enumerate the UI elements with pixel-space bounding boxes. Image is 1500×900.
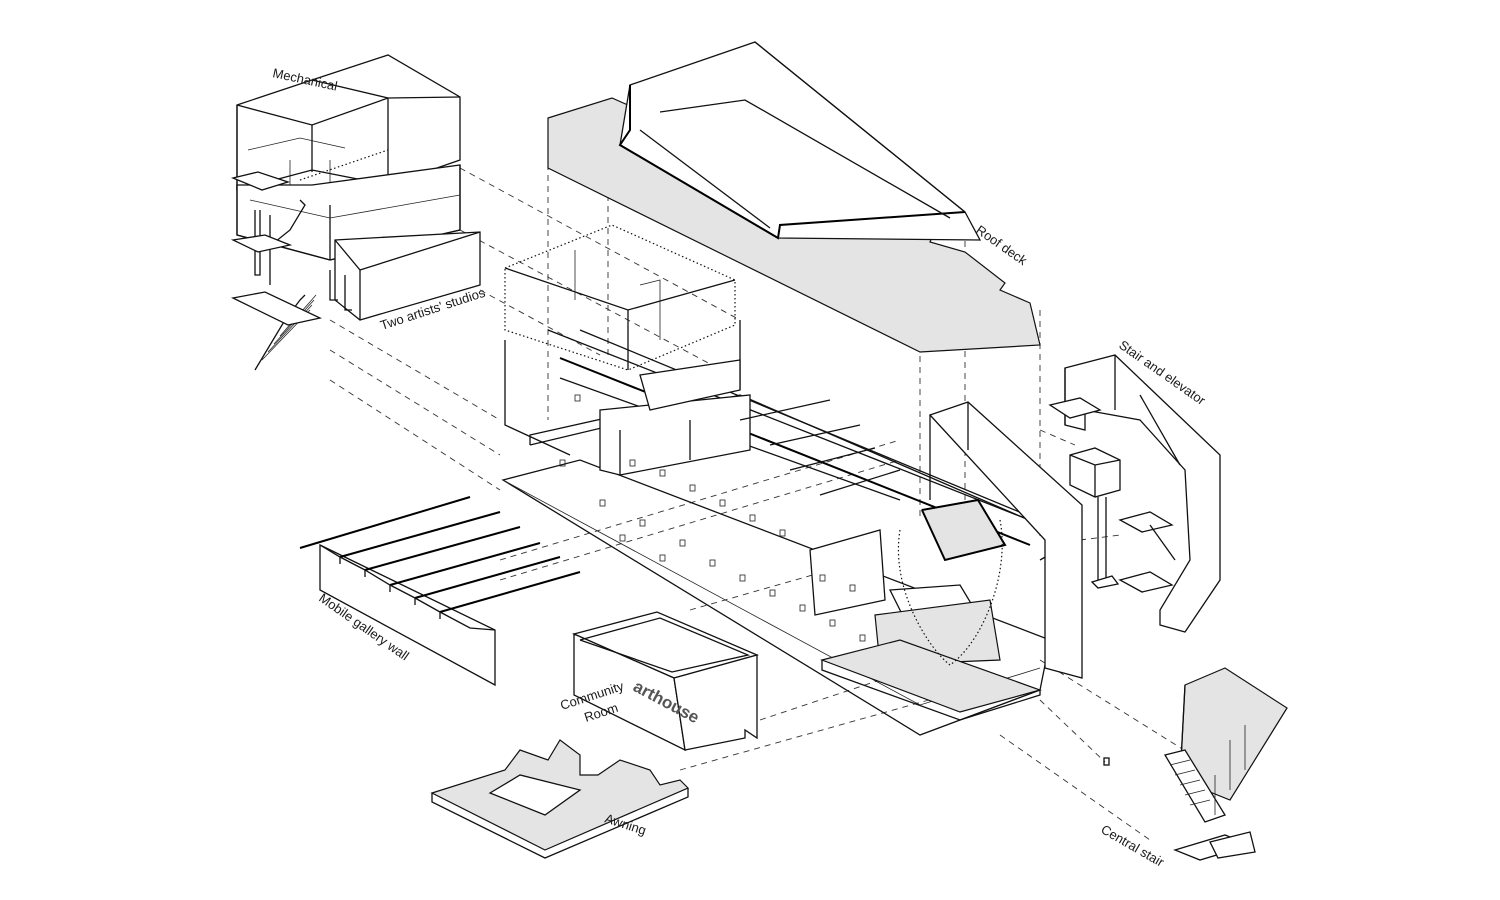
small-fixture [1103,757,1110,766]
wall-openings [559,394,866,642]
awning-block [430,739,690,859]
main-gallery-volume [501,224,1083,736]
label-central-stair: Central stair [1099,822,1168,870]
stair-and-elevator-block [1048,354,1221,633]
label-roof-deck: Roof deck [973,222,1030,268]
community-room-block: arthouse [572,611,759,752]
roof-deck [547,41,1041,353]
mobile-gallery-wall [299,496,581,687]
mechanical-block [236,54,461,191]
artists-studios-block [230,164,481,371]
central-stair-block [1163,667,1288,861]
